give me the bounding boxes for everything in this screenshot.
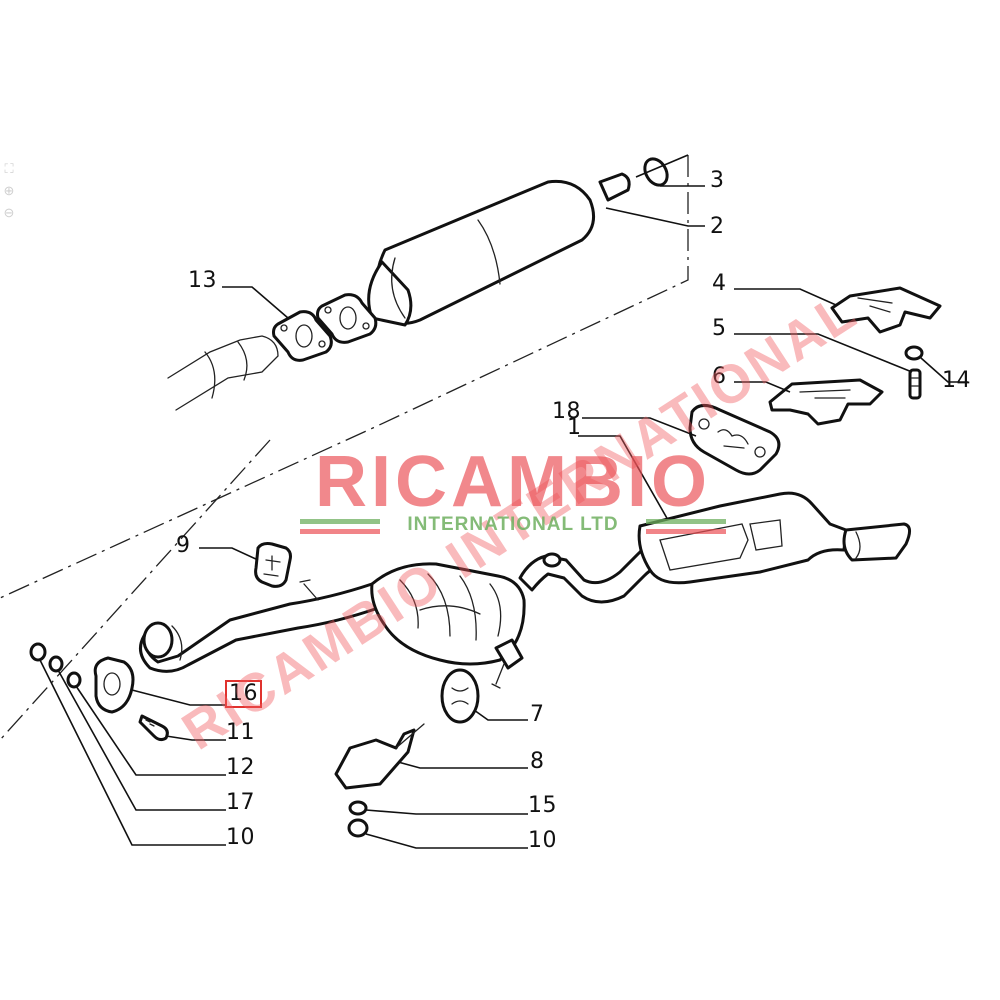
part-7-rubber-ring [440,668,528,724]
leader-13 [222,286,289,319]
callout-2[interactable]: 2 [710,214,725,239]
watermark-tagline-text: INTERNATIONAL LTD [407,514,619,535]
stripe-green-left [300,519,380,524]
part-10-nut-left [29,642,226,846]
callout-10-left[interactable]: 10 [226,825,255,850]
part-10-nut-right [347,818,528,849]
part-14-nut [904,345,968,383]
part-13-gasket [272,293,378,362]
stripe-red-left [300,529,380,534]
callout-10-right[interactable]: 10 [528,828,557,853]
callout-18[interactable]: 18 [552,399,581,424]
viewer-toolbar: ⛶ ⊕ ⊖ [0,160,22,226]
callout-16-highlighted[interactable]: 16 [225,680,262,708]
callout-7[interactable]: 7 [530,702,545,727]
callout-4[interactable]: 4 [712,271,727,296]
downpipe-fragment [167,335,279,411]
zoom-in-icon[interactable]: ⊕ [3,183,15,198]
leader-1 [578,435,669,521]
callout-9[interactable]: 9 [176,533,191,558]
part-4-bracket [734,286,942,334]
callout-8[interactable]: 8 [530,749,545,774]
part-11-bolt [138,714,226,742]
fit-screen-icon[interactable]: ⛶ [4,161,14,176]
callout-12[interactable]: 12 [226,755,255,780]
part-1-rear-exhaust [139,491,911,689]
part-9-rubber-block [199,542,292,588]
part-8-bracket [334,723,528,790]
callout-11[interactable]: 11 [226,720,255,745]
part-17-washer [48,655,226,811]
callout-5[interactable]: 5 [712,316,727,341]
part-15-washer [348,800,528,816]
stripe-green-right [646,519,726,524]
zoom-out-icon[interactable]: ⊖ [3,205,15,220]
callout-1[interactable]: 1 [567,415,582,440]
part-16-flange [93,656,226,714]
callout-14[interactable]: 14 [942,368,971,393]
section-line-lower [0,439,271,741]
part-18-rubber-mount [582,404,781,476]
part-2-front-silencer [367,172,631,327]
part-12-washer [66,671,226,776]
callout-15[interactable]: 15 [528,793,557,818]
callout-3[interactable]: 3 [710,168,725,193]
watermark-brand: RICAMBIO [315,442,711,522]
callout-6[interactable]: 6 [712,364,727,389]
leader-2 [605,207,705,227]
part-3-oring [635,154,689,187]
section-line-upper [0,155,689,599]
callout-17[interactable]: 17 [226,790,255,815]
part-6-bracket [734,378,884,426]
callout-13[interactable]: 13 [188,268,217,293]
part-5-bolt [734,333,922,400]
watermark-tagline: INTERNATIONAL LTD [298,512,728,540]
stripe-red-right [646,529,726,534]
